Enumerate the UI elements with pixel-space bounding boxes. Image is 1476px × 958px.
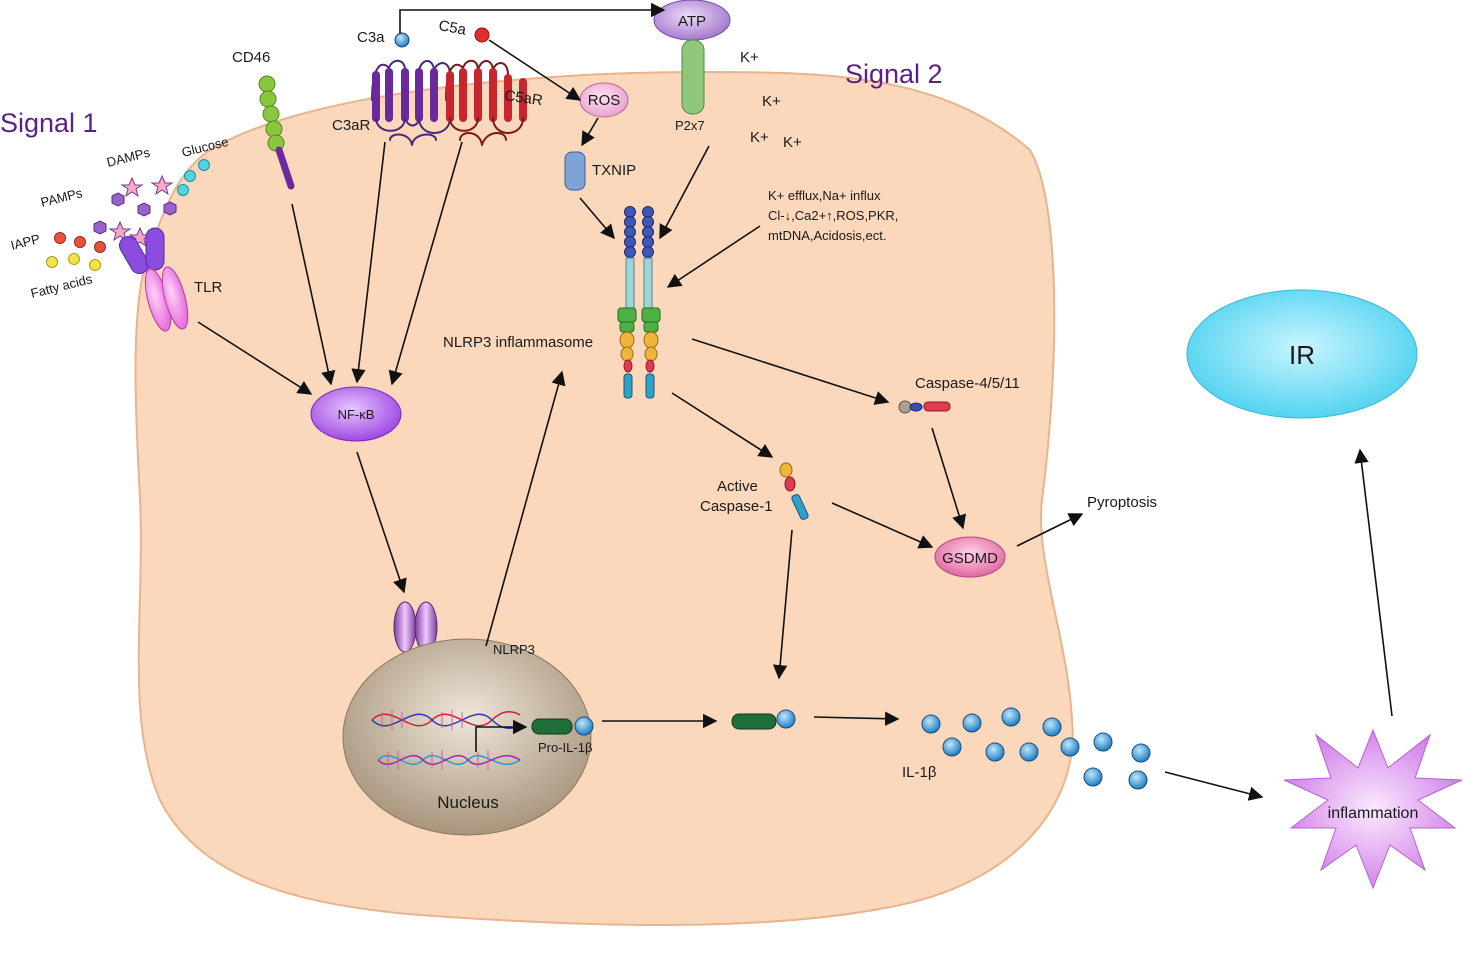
arrow-cd46-to-nfkb [291, 203, 336, 386]
active-caspase1-label-line1: Active [717, 478, 758, 495]
inflammation-star [1283, 728, 1463, 890]
nlrp3-inflammasome-label: NLRP3 inflammasome [443, 334, 593, 351]
arrow-tlr-to-nfkb [197, 321, 313, 395]
signal2-label: Signal 2 [845, 59, 943, 89]
nfkb-label: NF-κB [338, 407, 375, 422]
pro-il1b-cytosol [731, 709, 796, 730]
ir-node [1186, 289, 1418, 419]
c3ar-label: C3aR [332, 117, 371, 134]
stimuli-line3: mtDNA,Acidosis,ect. [768, 228, 886, 243]
k-plus-3-label: K+ [750, 129, 769, 146]
glucose-dot-icons [177, 159, 210, 196]
stimuli-line1: K+ efflux,Na+ influx [768, 188, 881, 203]
p2x7-label: P2x7 [675, 118, 705, 133]
k-plus-1-label: K+ [740, 49, 759, 66]
arrow-gsdmd-to-pyroptosis [1016, 513, 1084, 547]
active-caspase1-protein [779, 462, 809, 520]
arrow-inflammation-to-ir [1354, 448, 1393, 717]
cd46-receptor [258, 75, 295, 190]
pyroptosis-label: Pyroptosis [1087, 494, 1157, 511]
arrow-il1b-to-inflammation [1164, 771, 1264, 801]
signal1-label: Signal 1 [0, 108, 98, 138]
c3a-ball-icon [394, 32, 410, 48]
arrow-nlrp3-to-caspase1 [671, 392, 774, 458]
gsdmd-node [934, 536, 1006, 578]
il1b-label: IL-1β [902, 764, 937, 781]
nucleus-label: Nucleus [437, 793, 498, 812]
stimuli-line2: Cl-↓,Ca2+↑,ROS,PKR, [768, 208, 898, 223]
transcription-arrow [475, 719, 528, 752]
arrow-caspase4511-to-gsdmd [931, 427, 967, 530]
iapp-dot-icons [54, 232, 106, 253]
txnip-protein [564, 151, 586, 191]
arrow-nlrp3gene-to-inflammasome [485, 370, 566, 647]
c5a-ball-icon [474, 27, 490, 43]
ros-label: ROS [588, 92, 621, 109]
gsdmd-label: GSDMD [942, 550, 998, 567]
pro-il1b-label: Pro-IL-1β [538, 740, 592, 755]
pro-il1b-protein [531, 716, 594, 736]
c5ar-label: C5aR [503, 87, 544, 109]
il1b-molecules [921, 707, 1151, 790]
atp-label: ATP [678, 13, 706, 30]
ir-label: IR [1289, 340, 1315, 370]
arrow-caspase1-to-gsdmd [831, 502, 934, 549]
arrow-nfkb-to-dimer [356, 451, 407, 594]
nfkb-node [310, 386, 402, 442]
arrow-proil1b-to-il1b [813, 711, 900, 726]
fatty-acids-label: Fatty acids [29, 271, 94, 301]
arrow-p2x7-to-nlrp3 [659, 145, 710, 240]
caspase4511-protein [898, 400, 951, 414]
arrow-txnip-to-nlrp3 [579, 197, 615, 240]
arrow-caspase1-to-proil1b [772, 529, 793, 680]
nucleus [342, 638, 592, 836]
tlr-label: TLR [194, 279, 223, 296]
c3a-label: C3a [357, 29, 385, 46]
c5a-label: C5a [437, 17, 468, 39]
tlr-receptor [119, 227, 189, 332]
fatty-acid-dot-icons [46, 253, 101, 271]
arrow-c3a-to-atp [399, 2, 666, 34]
damps-label: DAMPs [105, 145, 152, 170]
cd46-label: CD46 [232, 49, 270, 66]
arrow-c5a-to-ros [488, 39, 582, 101]
k-plus-2-label: K+ [762, 93, 781, 110]
caspase4511-label: Caspase-4/5/11 [915, 375, 1020, 392]
pathway-arrows [197, 2, 1393, 801]
nlrp3-inflammasome-complex [617, 206, 661, 399]
c5ar-receptor [445, 59, 527, 146]
cell-membrane [134, 70, 1074, 926]
arrow-nlrp3-to-caspase4511 [691, 338, 890, 405]
nfkb-dimer [393, 601, 438, 653]
p2x7-channel [681, 39, 705, 115]
arrow-c3ar-to-nfkb [351, 141, 386, 384]
iapp-label: IAPP [9, 231, 41, 253]
txnip-label: TXNIP [592, 162, 636, 179]
k-plus-4-label: K+ [783, 134, 802, 151]
arrow-ros-to-txnip [581, 117, 599, 147]
nlrp3-gene-label: NLRP3 [493, 642, 535, 657]
inflammation-label: inflammation [1328, 805, 1419, 822]
active-caspase1-label-line2: Caspase-1 [700, 498, 773, 515]
arrow-stimuli-to-nlrp3 [666, 225, 761, 288]
pamps-label: PAMPs [39, 185, 84, 210]
arrow-c5ar-to-nfkb [388, 141, 463, 386]
